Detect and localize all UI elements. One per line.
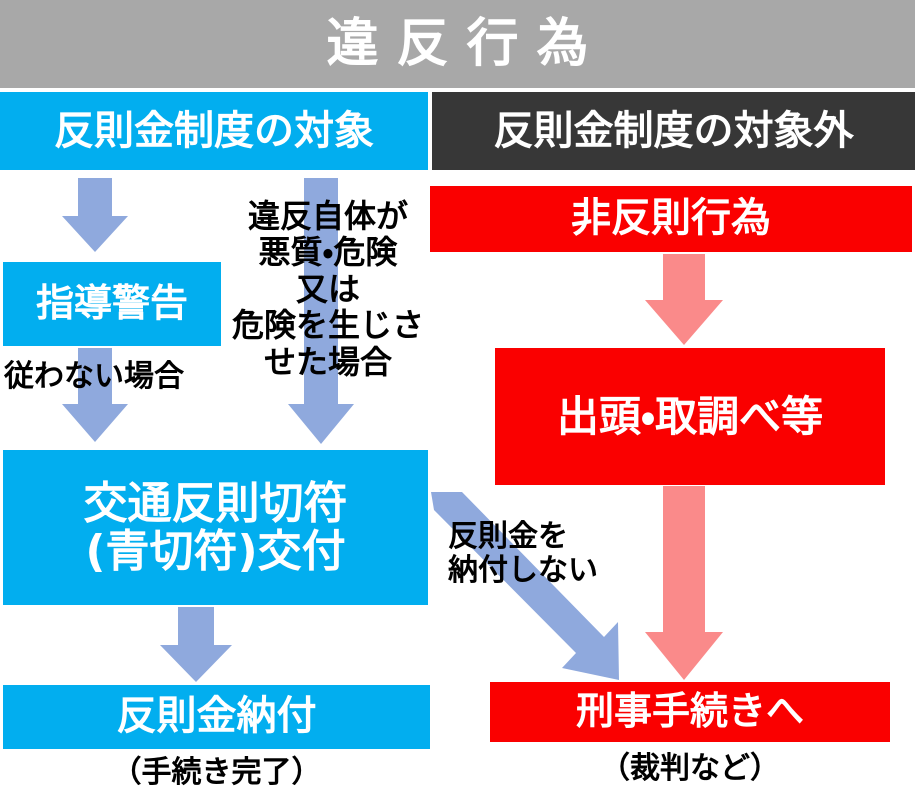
label-trial-etc: （裁判など） [600, 751, 780, 786]
label-procedure-complete: （手続き完了） [111, 755, 322, 790]
column-header-subject-to-fine-system: 反則金制度の対象 [0, 92, 428, 170]
arrow-header-to-shidou-icon [62, 178, 128, 252]
column-header-not-subject-to-fine-system: 反則金制度の対象外 [432, 92, 915, 170]
box-appearance-and-interrogation[interactable]: 出頭・取調べ等 [495, 348, 885, 485]
box-to-criminal-procedure[interactable]: 刑事手続きへ [490, 682, 890, 742]
diagram-title-banner: 違反行為 [0, 0, 915, 88]
box-pay-fine[interactable]: 反則金納付 [3, 685, 430, 749]
label-fine-not-paid: 反則金を 納付しない [448, 519, 598, 589]
box-guidance-warning[interactable]: 指導警告 [3, 262, 221, 346]
page-title: 違反行為 [326, 14, 607, 74]
box-traffic-violation-ticket-blue[interactable]: 交通反則切符 (青切符)交付 [3, 450, 428, 605]
box-non-fineable-violation[interactable]: 非反則行為 [430, 186, 912, 252]
label-if-not-followed: 従わない場合 [4, 359, 184, 394]
arrow-hihansoku-to-shuttou-icon [645, 254, 723, 345]
label-malicious-or-dangerous-condition: 違反自体が 悪質・危険 又は 危険を生じさ せた場合 [231, 197, 424, 381]
arrow-kippu-to-nofu-icon [160, 607, 232, 682]
